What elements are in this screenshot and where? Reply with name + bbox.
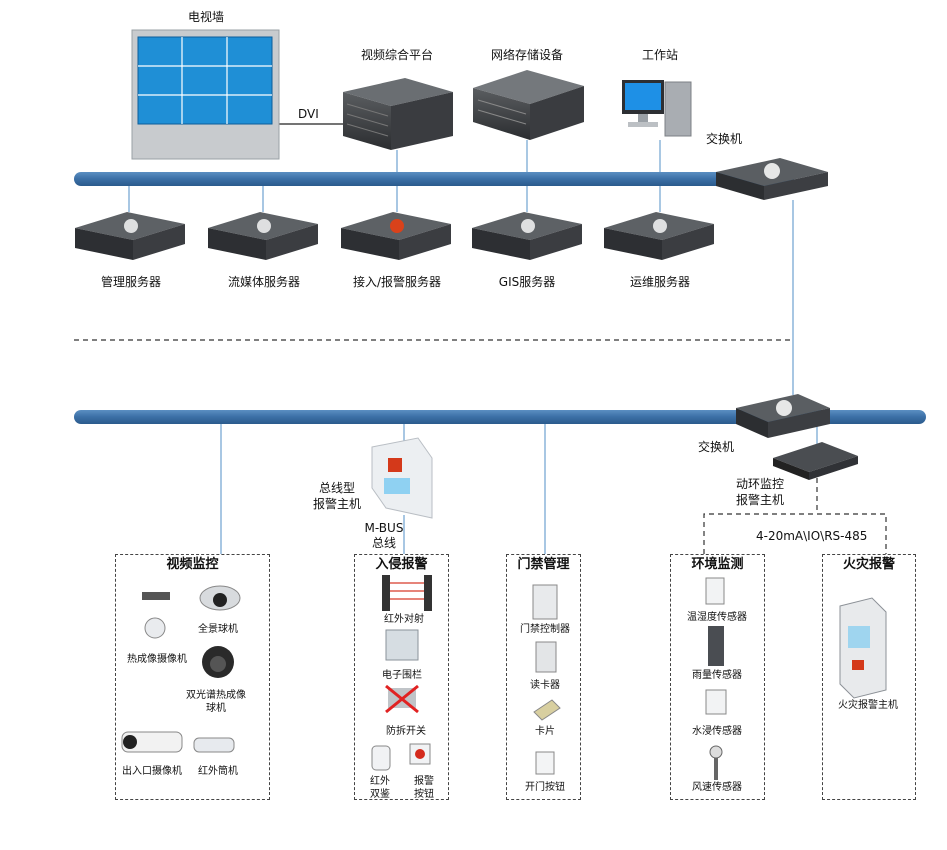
fire-group: 火灾报警	[822, 554, 916, 800]
core-switch-icon	[716, 158, 828, 200]
video-item-label: 热成像摄像机	[127, 654, 187, 665]
video-item-label: 全景球机	[198, 624, 238, 635]
env-item-label: 雨量传感器	[692, 670, 742, 681]
protocols-label: 4-20mA\IO\RS-485	[756, 529, 868, 543]
video-item-label: 双光谱热成像	[186, 690, 246, 701]
intrusion-item-label: 红外	[370, 776, 390, 787]
bus-alarm-host-icon	[371, 437, 433, 519]
mbus-label-2: 总线	[371, 536, 397, 550]
dvi-label: DVI	[298, 107, 319, 121]
intrusion-item-label: 电子围栏	[382, 670, 422, 681]
access-group: 门禁管理	[506, 554, 581, 800]
fire-item-label: 火灾报警主机	[838, 700, 898, 711]
video-monitoring-group: 视频监控	[115, 554, 270, 800]
intrusion-group-title: 入侵报警	[375, 557, 428, 572]
server-label-alarm: 接入/报警服务器	[352, 275, 442, 289]
video-wall-label: 电视墙	[187, 10, 225, 24]
mbus-label-1: M-BUS	[364, 521, 404, 535]
access-item-label: 开门按钮	[525, 782, 565, 793]
env-alarm-host-icon	[773, 442, 858, 480]
access-switch-label: 交换机	[698, 440, 735, 454]
top-network-bus	[74, 172, 794, 186]
intrusion-item-label: 红外对射	[384, 614, 424, 625]
intrusion-item-label: 报警	[414, 776, 434, 787]
server-label-gis: GIS服务器	[498, 275, 556, 289]
video-platform-label: 视频综合平台	[360, 48, 434, 62]
video-group-title: 视频监控	[166, 557, 219, 572]
server-label-management: 管理服务器	[100, 275, 162, 289]
access-item-label: 门禁控制器	[520, 624, 570, 635]
intrusion-group: 入侵报警	[354, 554, 449, 800]
intrusion-item-label: 防拆开关	[386, 726, 426, 737]
video-item-label: 球机	[206, 703, 226, 714]
env-item-label: 温湿度传感器	[687, 612, 747, 623]
core-switch-label: 交换机	[706, 132, 743, 146]
access-item-label: 读卡器	[530, 680, 560, 691]
intrusion-item-label: 按钮	[414, 789, 434, 800]
video-item-label: 出入口摄像机	[122, 766, 182, 777]
env-device-icons	[705, 577, 727, 780]
access-item-label: 卡片	[535, 726, 555, 737]
access-group-title: 门禁管理	[517, 557, 570, 572]
server-label-streaming: 流媒体服务器	[227, 275, 301, 289]
intrusion-item-label: 双鉴	[370, 789, 390, 800]
bottom-network-bus	[74, 410, 926, 424]
intrusion-device-icons	[371, 575, 432, 771]
server-label-ops: 运维服务器	[629, 275, 691, 289]
env-host-label-2: 报警主机	[735, 493, 785, 507]
bus-alarm-host-label-1: 总线型	[318, 481, 356, 495]
workstation-label: 工作站	[641, 48, 679, 62]
storage-icon	[473, 70, 584, 140]
env-group: 环境监测	[670, 554, 765, 800]
bus-alarm-host-label-2: 报警主机	[312, 497, 362, 511]
server-icons	[75, 212, 714, 260]
workstation-icon	[622, 80, 692, 137]
video-item-label: 红外筒机	[198, 766, 238, 777]
env-group-title: 环境监测	[691, 557, 744, 572]
env-item-label: 水浸传感器	[692, 726, 742, 737]
fire-device-icons	[839, 597, 887, 699]
video-wall-icon	[131, 29, 280, 160]
access-device-icons	[532, 584, 561, 775]
access-switch-icon	[736, 394, 830, 438]
env-item-label: 风速传感器	[692, 782, 742, 793]
video-platform-icon	[343, 78, 453, 150]
video-device-icons	[121, 585, 241, 753]
env-host-label-1: 动环监控	[735, 477, 785, 491]
fire-group-title: 火灾报警	[842, 557, 895, 572]
storage-label: 网络存储设备	[490, 48, 564, 62]
